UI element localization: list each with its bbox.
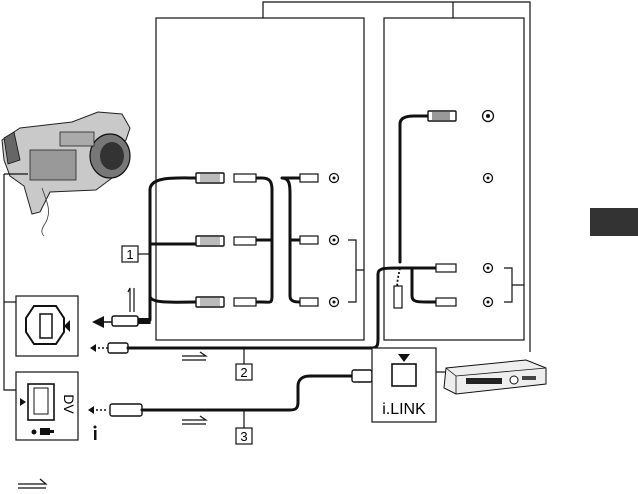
section-edge-tab — [590, 208, 638, 236]
dv-port-panel: DV — [16, 372, 78, 440]
vcr-illustration — [444, 360, 546, 394]
ilink-cable — [88, 370, 372, 424]
callout-3: 3 — [236, 410, 252, 444]
rca-plugs-input-side — [300, 174, 318, 306]
input-jacks-left-device — [330, 174, 365, 307]
callout-1: 1 — [122, 246, 150, 262]
signal-flow-legend-arrow — [18, 479, 46, 488]
callout-1-label: 1 — [126, 247, 133, 262]
dv-port-label: DV — [61, 394, 77, 414]
av-jack-panel — [16, 296, 78, 356]
ilink-logo-icon — [94, 426, 97, 441]
input-jacks-right-device — [394, 111, 524, 309]
ilink-port-box: i.LINK — [372, 348, 446, 422]
callout-3-label: 3 — [240, 429, 247, 444]
rca-plugs-group — [196, 173, 256, 307]
callout-2-label: 2 — [240, 365, 247, 380]
right-device-panel — [384, 18, 524, 340]
camera-leader-lines — [4, 174, 28, 390]
ilink-label: i.LINK — [382, 401, 426, 418]
callout-2: 2 — [236, 348, 252, 380]
s-video-cable — [90, 268, 400, 360]
